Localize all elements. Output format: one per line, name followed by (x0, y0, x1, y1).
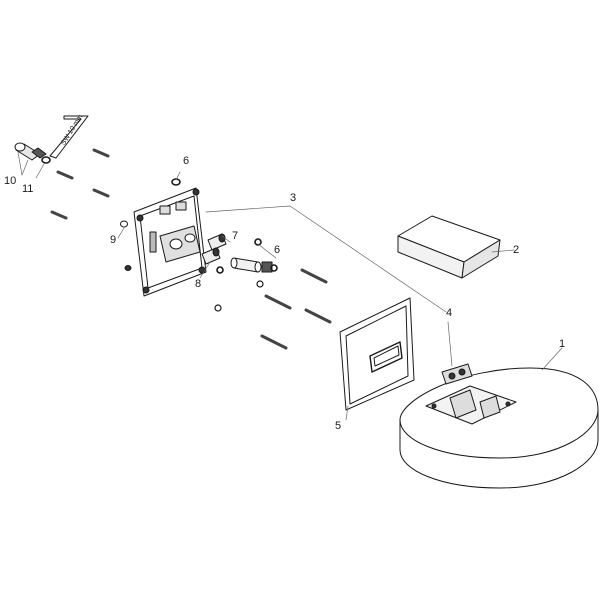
leader-lines (17, 151, 563, 421)
callout-4: 4 (446, 307, 453, 319)
screw-set-left (50, 148, 110, 220)
part-11-ring (41, 156, 51, 164)
callout-10: 10 (4, 175, 17, 187)
callout-1: 1 (559, 338, 566, 350)
callout-8: 8 (195, 278, 202, 290)
callout-11: 11 (22, 183, 34, 195)
part-7-connector (201, 233, 227, 265)
part-8-fittings (230, 257, 273, 273)
mounting-frame (133, 187, 207, 297)
callout-9: 9 (110, 234, 117, 246)
part-2-block (397, 215, 501, 279)
part-10-adapter (14, 142, 47, 161)
callout-6-upper: 6 (183, 155, 190, 167)
part-4-component (441, 363, 473, 385)
callout-2: 2 (513, 244, 520, 256)
callout-6-lower: 6 (274, 244, 281, 256)
callout-5: 5 (335, 420, 342, 432)
allen-key-tool (49, 115, 89, 159)
callout-7: 7 (232, 230, 239, 242)
screw-set-right (260, 268, 332, 350)
callout-3: 3 (290, 192, 297, 204)
part-1-disc (399, 367, 599, 489)
washers (120, 178, 278, 312)
part-5-trim-plate (339, 297, 415, 411)
